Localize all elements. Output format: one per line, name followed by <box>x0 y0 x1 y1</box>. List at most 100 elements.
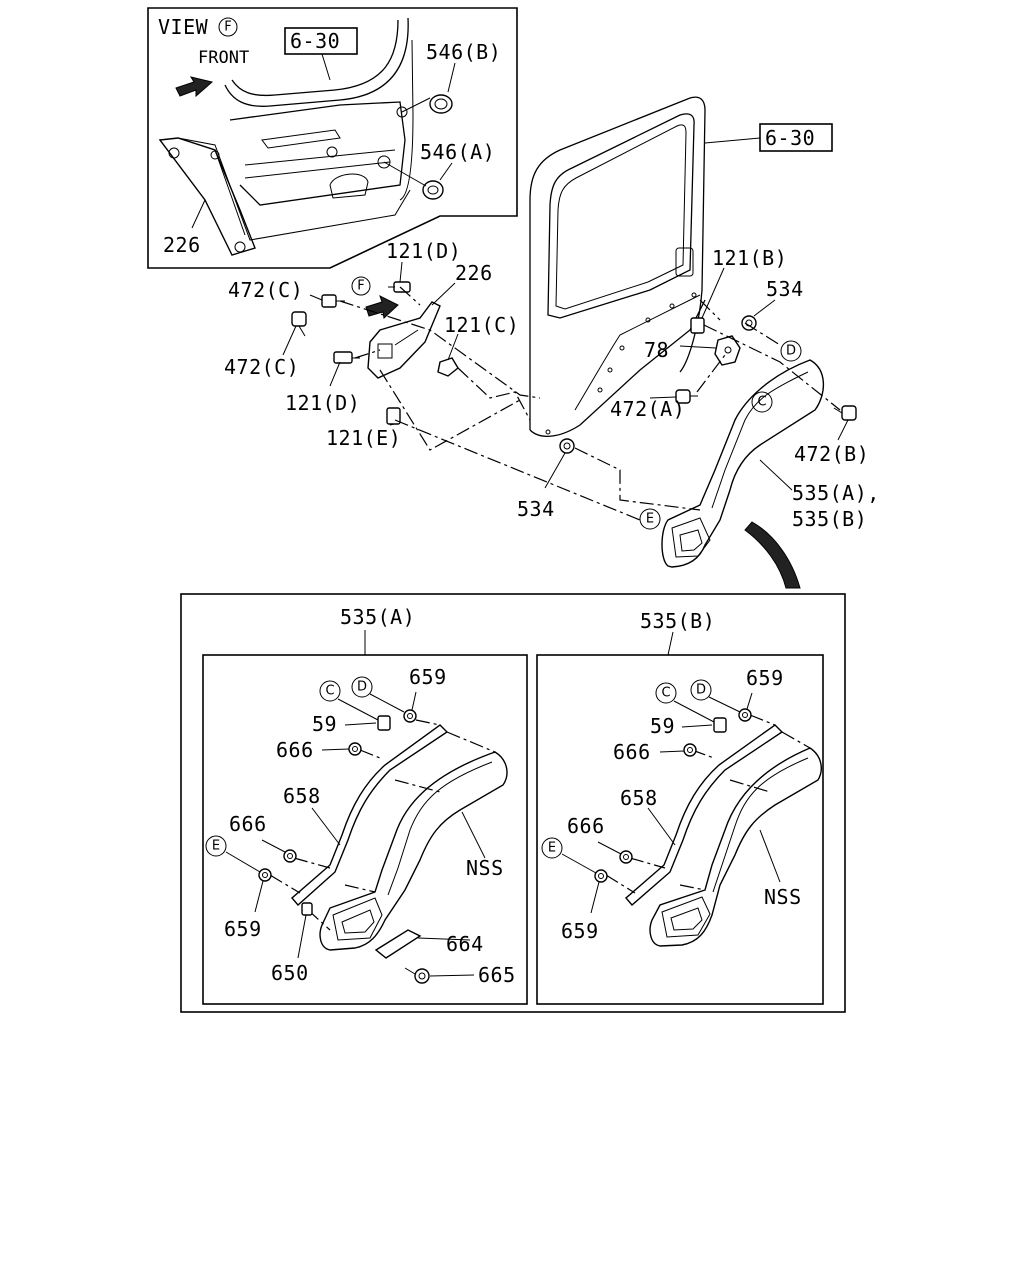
bolt-534-low-icon <box>559 438 575 454</box>
panel-a-label-666-top: 666 <box>276 738 314 762</box>
door-outline <box>529 96 706 430</box>
leader <box>679 345 717 349</box>
bolt-121d-top-icon <box>388 281 411 293</box>
door-frame-curve <box>224 17 409 107</box>
inner-panel-rib <box>244 161 391 179</box>
panel-a-label-650: 650 <box>271 961 309 985</box>
panel-b-fender-inner <box>712 757 809 893</box>
leader <box>659 750 685 753</box>
label-121c: 121(C) <box>444 313 519 337</box>
panel-b-label-666-low: 666 <box>567 814 605 838</box>
inner-panel-hole <box>396 106 408 118</box>
panel-a-marker-c: C <box>325 684 334 699</box>
main-ref-label: 6-30 <box>765 126 815 150</box>
marker-f-circle <box>351 276 371 296</box>
panel-a-fender-inner <box>387 761 493 896</box>
view-ref-label: 6-30 <box>290 29 340 53</box>
leader <box>447 333 459 361</box>
panel-b-pocket <box>661 896 711 938</box>
phantom-line <box>399 286 421 306</box>
leader <box>401 97 431 113</box>
panel-b-marker-c-circle <box>655 682 677 704</box>
marker-d: D <box>786 344 796 359</box>
door-frame-inner <box>231 19 399 97</box>
panel-a-pocket <box>332 897 383 941</box>
view-letter-marker <box>218 17 238 37</box>
view-title: VIEW <box>158 15 209 39</box>
panel-b-label-666-top: 666 <box>613 740 651 764</box>
leader <box>369 693 405 713</box>
panel-a-plate-664-icon <box>374 929 422 959</box>
panel-a-bolt-665-icon <box>404 967 430 984</box>
leader <box>429 974 475 977</box>
inner-panel-rib <box>244 149 396 166</box>
phantom-line <box>394 419 641 521</box>
door-hole <box>597 387 603 393</box>
phantom-line <box>394 779 441 793</box>
panel-a-clip-650-icon <box>301 902 313 916</box>
phantom-line <box>415 719 441 726</box>
panel-a-label-59: 59 <box>312 712 337 736</box>
leader <box>561 853 597 874</box>
phantom-line <box>293 857 331 869</box>
inner-panel-outline <box>229 101 406 206</box>
inner-panel-slot <box>261 129 341 149</box>
label-535ab-line2: 535(B) <box>792 507 867 531</box>
panel-b-bolt-666-low-icon <box>619 850 633 864</box>
leader <box>383 161 427 187</box>
step-fender-535 <box>661 359 825 568</box>
panel-a-label-665: 665 <box>478 963 516 987</box>
leader <box>309 294 323 301</box>
inner-panel-pocket <box>329 173 369 199</box>
panel-a: C D E 659 59 666 658 666 NSS 659 <box>205 665 516 987</box>
label-535ab-line1: 535(A), <box>792 481 880 505</box>
leader <box>753 299 776 317</box>
bolt-472c-left-icon <box>291 311 307 337</box>
panel-b-marker-d-circle <box>690 679 712 701</box>
label-534-low: 534 <box>517 497 555 521</box>
phantom-line <box>781 731 811 749</box>
leader <box>681 724 713 728</box>
leader <box>673 700 715 723</box>
panel-b-marker-e: E <box>548 841 556 856</box>
leader <box>311 807 341 846</box>
phantom-line <box>749 714 776 726</box>
panel-a-bolt-666-low-icon <box>283 849 297 863</box>
door-edge <box>399 39 414 201</box>
label-546a: 546(A) <box>420 140 495 164</box>
door-hole <box>669 303 675 309</box>
step-pocket <box>671 517 711 558</box>
bracket-226-icon <box>367 301 441 379</box>
panel-a-label-659-low: 659 <box>224 917 262 941</box>
panel-a-label-666-low: 666 <box>229 812 267 836</box>
label-472c-top: 472(C) <box>228 278 303 302</box>
panel-b: C D E 659 59 666 658 666 NSS 659 <box>541 666 822 947</box>
panel-b-label-nss: NSS <box>764 885 802 909</box>
panel-a-marker-c-circle <box>319 680 341 702</box>
label-78: 78 <box>644 338 669 362</box>
door-hole <box>619 345 625 351</box>
phantom-line <box>379 369 521 451</box>
label-226-main: 226 <box>455 261 493 285</box>
leader <box>647 807 676 846</box>
panel-b-frame <box>536 654 824 1005</box>
leader <box>337 698 379 721</box>
step-fender-inner <box>711 371 809 509</box>
trim-226-edge <box>214 149 246 236</box>
panel-b-moulding-658 <box>625 724 784 906</box>
inner-panel-hole <box>326 146 338 158</box>
door-window-inner <box>555 124 687 310</box>
label-546b: 546(B) <box>426 40 501 64</box>
phantom-line <box>699 299 721 321</box>
detail-box: 535(A) 535(B) C <box>180 593 846 1013</box>
panel-b-leader <box>667 631 674 656</box>
main-ref-box <box>759 123 833 152</box>
phantom-line <box>574 447 701 511</box>
phantom-line <box>344 884 376 893</box>
trim-226-inset <box>158 137 256 256</box>
panel-b-label-659-low: 659 <box>561 919 599 943</box>
marker-e: E <box>646 512 654 527</box>
panel-b-pocket-inner <box>670 907 703 931</box>
phantom-line <box>729 779 771 793</box>
